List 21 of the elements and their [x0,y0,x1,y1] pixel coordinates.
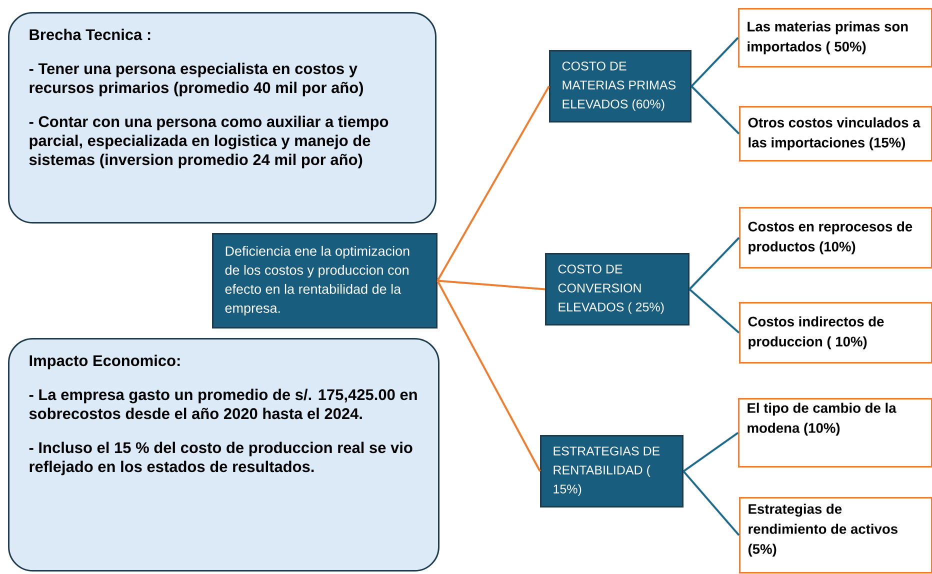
detail-box: El tipo de cambio de la modena (10%) [738,398,932,468]
detail-box: Costos indirectos de produccion ( 10%) [739,302,932,364]
connector-line [688,288,740,334]
connector-line [436,280,541,472]
cause-box: COSTO DE MATERIAS PRIMAS ELEVADOS (60%) [549,50,692,122]
detail-box: Otros costos vinculados a las importaciones (15%) [739,106,932,162]
detail-box: Costos en reprocesos de productos (10%) [739,207,932,268]
detail-box: Estrategias de rendimiento de activos (5%) [739,497,932,574]
problem-box: Deficiencia ene la optimizacion de los costos y produccion con efecto en la rentabilidad de la empresa. [212,233,438,328]
connector-line [690,86,740,134]
connector-line [436,86,550,282]
connector-line [682,470,740,536]
cause-box: COSTO DE CONVERSION ELEVADOS ( 25%) [545,253,690,326]
info-box: Impacto Economico: - La empresa gasto un promedio de s/. 175,425.00 en sobrecostos desde el año 2020 hasta el 2024. - Incluso el 15 % del costo de produccion real se vio reflejado en los estados de resultados. [8,338,440,572]
cause-box: ESTRATEGIAS DE RENTABILIDAD ( 15%) [540,435,684,508]
info-box: Brecha Tecnica : - Tener una persona especialista en costos y recursos primarios (promedio 40 mil por año) - Contar con una persona como auxiliar a tiempo parcial, especializada en logistica y manejo de sistemas (inversion promedio 24 mil por año) [8,12,436,224]
connector-line [682,432,739,472]
connector-line [690,37,739,87]
connector-line [437,280,546,290]
connector-line [688,237,740,290]
detail-box: Las materias primas son importados ( 50%) [738,8,932,68]
